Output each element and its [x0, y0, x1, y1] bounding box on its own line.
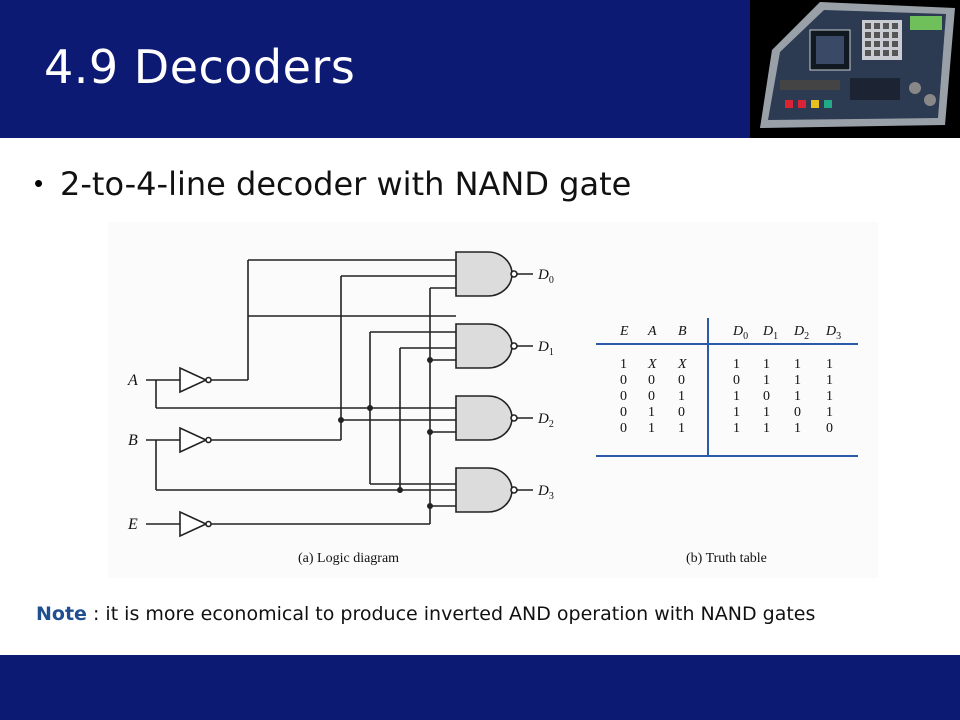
tt-cell: 1 — [763, 421, 770, 436]
output-label-d0: D — [537, 267, 549, 283]
tt-cell: 0 — [733, 373, 740, 388]
tt-cell: 0 — [826, 421, 833, 436]
wiring — [146, 259, 533, 525]
tt-header-cell: D1 — [762, 324, 778, 342]
output-sub-0: 0 — [549, 275, 554, 286]
tt-cell: 0 — [678, 405, 685, 420]
tt-cell: 1 — [648, 405, 655, 420]
note-text: : it is more economical to produce inver… — [86, 603, 816, 625]
tt-cell: 0 — [620, 421, 627, 436]
tt-cell: 1 — [794, 373, 801, 388]
tt-cell: 1 — [678, 421, 685, 436]
tt-cell: 1 — [733, 421, 740, 436]
tt-cell: 0 — [794, 405, 801, 420]
tt-cell: 1 — [826, 357, 833, 372]
tt-cell: 0 — [648, 373, 655, 388]
output-label-d2: D — [537, 411, 549, 427]
tt-cell: 1 — [678, 389, 685, 404]
tt-header-cell: D2 — [793, 324, 809, 342]
slide-title: 4.9 Decoders — [44, 40, 356, 94]
tt-header-cell: D3 — [825, 324, 841, 342]
nand-gates — [455, 251, 518, 513]
tt-header-cell: E — [619, 324, 629, 339]
tt-cell: 1 — [763, 373, 770, 388]
tt-header-cell: B — [678, 324, 687, 339]
svg-text:D0: D0 — [537, 267, 554, 286]
junction-dots — [338, 357, 433, 509]
tt-cell: 0 — [763, 389, 770, 404]
output-sub-1: 1 — [549, 347, 554, 358]
logic-diagram-caption: (a) Logic diagram — [298, 551, 399, 566]
svg-text:D1: D1 — [537, 339, 554, 358]
tt-cell: 0 — [678, 373, 685, 388]
tt-cell: 1 — [763, 405, 770, 420]
tt-cell: 1 — [620, 357, 627, 372]
tt-cell: 0 — [620, 389, 627, 404]
svg-text:D2: D2 — [537, 411, 554, 430]
footer-bar — [0, 655, 960, 720]
note: Note : it is more economical to produce … — [36, 603, 815, 625]
input-label-e: E — [127, 516, 138, 533]
tt-cell: 1 — [733, 357, 740, 372]
tt-cell: 1 — [826, 373, 833, 388]
tt-cell: 1 — [733, 405, 740, 420]
tt-cell: 0 — [620, 405, 627, 420]
tt-cell: 1 — [826, 389, 833, 404]
tt-cell: 1 — [648, 421, 655, 436]
tt-cell: 1 — [763, 357, 770, 372]
tt-cell: 1 — [794, 389, 801, 404]
tt-cell: 1 — [794, 421, 801, 436]
output-sub-3: 3 — [549, 491, 554, 502]
tt-cell: 1 — [733, 389, 740, 404]
input-label-a: A — [127, 372, 138, 389]
tt-cell: 0 — [648, 389, 655, 404]
output-sub-2: 2 — [549, 419, 554, 430]
bullet-marker: • — [34, 168, 44, 198]
tt-cell: X — [677, 357, 687, 372]
note-keyword: Note — [36, 603, 87, 625]
trainer-board-illustration — [750, 0, 960, 138]
trainer-board-image — [750, 0, 960, 138]
tt-header-cell: D0 — [732, 324, 748, 342]
output-label-d1: D — [537, 339, 549, 355]
input-label-b: B — [128, 432, 138, 449]
inverters — [179, 366, 212, 538]
output-label-d3: D — [537, 483, 549, 499]
truth-table-caption: (b) Truth table — [686, 551, 767, 566]
tt-cell: 1 — [826, 405, 833, 420]
tt-cell: X — [647, 357, 657, 372]
title-bar: 4.9 Decoders — [0, 0, 960, 138]
tt-cell: 1 — [794, 357, 801, 372]
tt-header-cell: A — [647, 324, 657, 339]
tt-cell: 0 — [620, 373, 627, 388]
svg-text:D3: D3 — [537, 483, 554, 502]
bullet-text: 2-to-4-line decoder with NAND gate — [60, 165, 632, 203]
